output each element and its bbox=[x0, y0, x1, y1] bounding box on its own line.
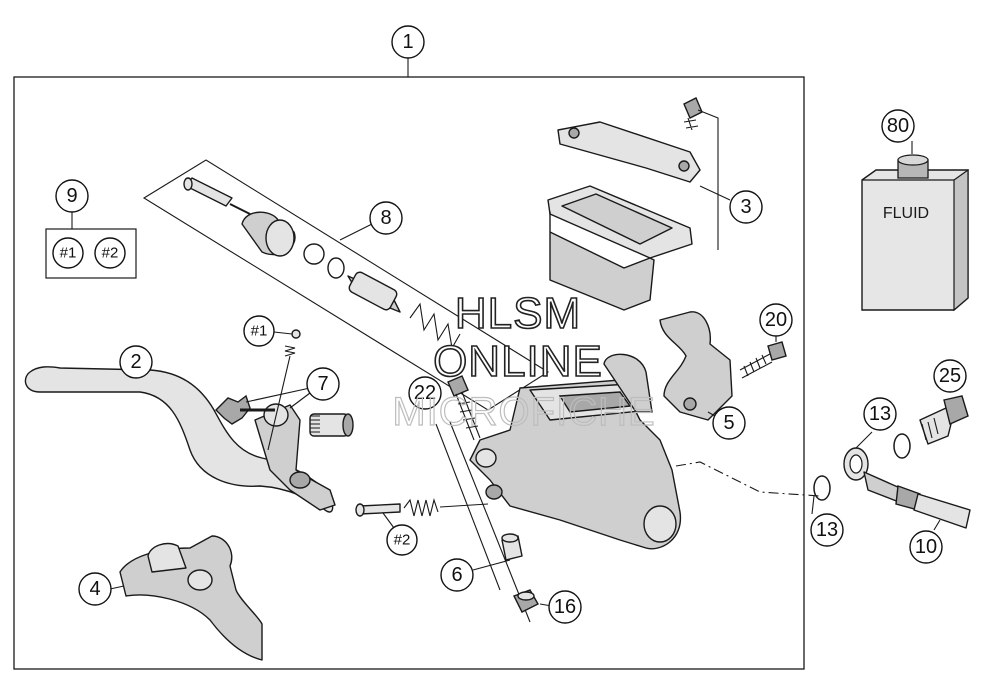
leader-3 bbox=[699, 185, 731, 201]
leader-22-bolt bbox=[435, 423, 501, 591]
brake-hose-assembly bbox=[813, 395, 971, 529]
kit-box bbox=[45, 228, 137, 279]
callout-80: 80 bbox=[881, 109, 915, 143]
callout-20: 20 bbox=[759, 303, 793, 337]
svg-text:#1: #1 bbox=[60, 245, 77, 262]
leader-7a bbox=[245, 387, 311, 403]
svg-text:#2: #2 bbox=[102, 245, 119, 262]
bolt-20 bbox=[739, 341, 787, 379]
svg-text:8: 8 bbox=[380, 207, 391, 229]
adjuster-assembly bbox=[215, 394, 354, 437]
ref-callout-ball: #1 bbox=[243, 315, 275, 347]
leader-ball-ref bbox=[273, 331, 293, 335]
svg-text:10: 10 bbox=[915, 536, 937, 558]
callout-13-upper: 13 bbox=[863, 397, 897, 431]
banjo-axis-line bbox=[675, 461, 821, 497]
callout-25: 25 bbox=[933, 359, 967, 393]
leader-13a bbox=[855, 431, 873, 449]
svg-text:25: 25 bbox=[939, 365, 961, 387]
svg-text:#1: #1 bbox=[251, 323, 268, 340]
assembly-frame bbox=[13, 76, 805, 670]
svg-text:9: 9 bbox=[66, 185, 77, 207]
svg-text:80: 80 bbox=[887, 115, 909, 137]
svg-text:#2: #2 bbox=[394, 532, 411, 549]
leader-4 bbox=[109, 585, 125, 590]
callout-6: 6 bbox=[440, 558, 474, 592]
watermark-line-1: HLSM bbox=[455, 289, 581, 338]
leader-ball-axis bbox=[267, 355, 291, 451]
reservoir-cover-set bbox=[547, 97, 703, 311]
callout-10: 10 bbox=[909, 530, 943, 564]
callout-2: 2 bbox=[119, 345, 153, 379]
leader-10 bbox=[933, 519, 941, 531]
svg-text:4: 4 bbox=[89, 578, 100, 600]
svg-text:7: 7 bbox=[317, 373, 328, 395]
callout-13-lower: 13 bbox=[810, 513, 844, 547]
callout-16: 16 bbox=[548, 590, 582, 624]
svg-text:6: 6 bbox=[451, 564, 462, 586]
callout-9: 9 bbox=[55, 179, 89, 213]
bushing-6 bbox=[501, 533, 523, 561]
svg-text:3: 3 bbox=[740, 196, 751, 218]
svg-text:5: 5 bbox=[723, 412, 734, 434]
brake-lever bbox=[24, 366, 336, 513]
brake-fluid-bottle bbox=[861, 154, 969, 312]
leader-spring-ref bbox=[382, 512, 395, 529]
leader-22-axis bbox=[449, 421, 531, 623]
piston-kit bbox=[142, 159, 550, 411]
master-cylinder-body bbox=[469, 353, 682, 550]
callout-4: 4 bbox=[78, 572, 112, 606]
leader-8 bbox=[339, 223, 373, 241]
ref-callout-set-b: #2 bbox=[94, 237, 126, 269]
callout-8: 8 bbox=[369, 201, 403, 235]
svg-text:1: 1 bbox=[402, 31, 413, 53]
callout-5: 5 bbox=[712, 406, 746, 440]
ball-part bbox=[291, 329, 301, 339]
watermark-line-3: MICROFICHE bbox=[392, 390, 655, 434]
watermark-line-2: ONLINE bbox=[433, 337, 603, 386]
watermark: HLSM ONLINE MICROFICHE bbox=[392, 288, 656, 434]
leader-13b bbox=[811, 495, 815, 515]
leader-7b bbox=[289, 392, 311, 409]
small-spring bbox=[284, 345, 296, 357]
pivot-pin-spring bbox=[355, 498, 489, 517]
callout-7: 7 bbox=[306, 367, 340, 401]
svg-text:13: 13 bbox=[869, 403, 891, 425]
lever-guard bbox=[119, 535, 263, 661]
svg-text:2: 2 bbox=[130, 351, 141, 373]
handlebar-clamp bbox=[659, 311, 733, 421]
ref-callout-spring: #2 bbox=[386, 524, 418, 556]
svg-text:13: 13 bbox=[816, 519, 838, 541]
svg-text:16: 16 bbox=[554, 596, 576, 618]
leader-6 bbox=[472, 559, 511, 571]
nut-16 bbox=[513, 589, 539, 613]
callout-3: 3 bbox=[729, 190, 763, 224]
ref-callout-set-a: #1 bbox=[52, 237, 84, 269]
bolt-22 bbox=[447, 375, 481, 441]
callout-22: 22 bbox=[408, 376, 442, 410]
callout-1: 1 bbox=[391, 25, 425, 59]
svg-text:20: 20 bbox=[765, 309, 787, 331]
leader-3-bracket bbox=[697, 109, 719, 250]
fluid-label: FLUID bbox=[883, 205, 929, 222]
svg-text:22: 22 bbox=[414, 382, 436, 404]
